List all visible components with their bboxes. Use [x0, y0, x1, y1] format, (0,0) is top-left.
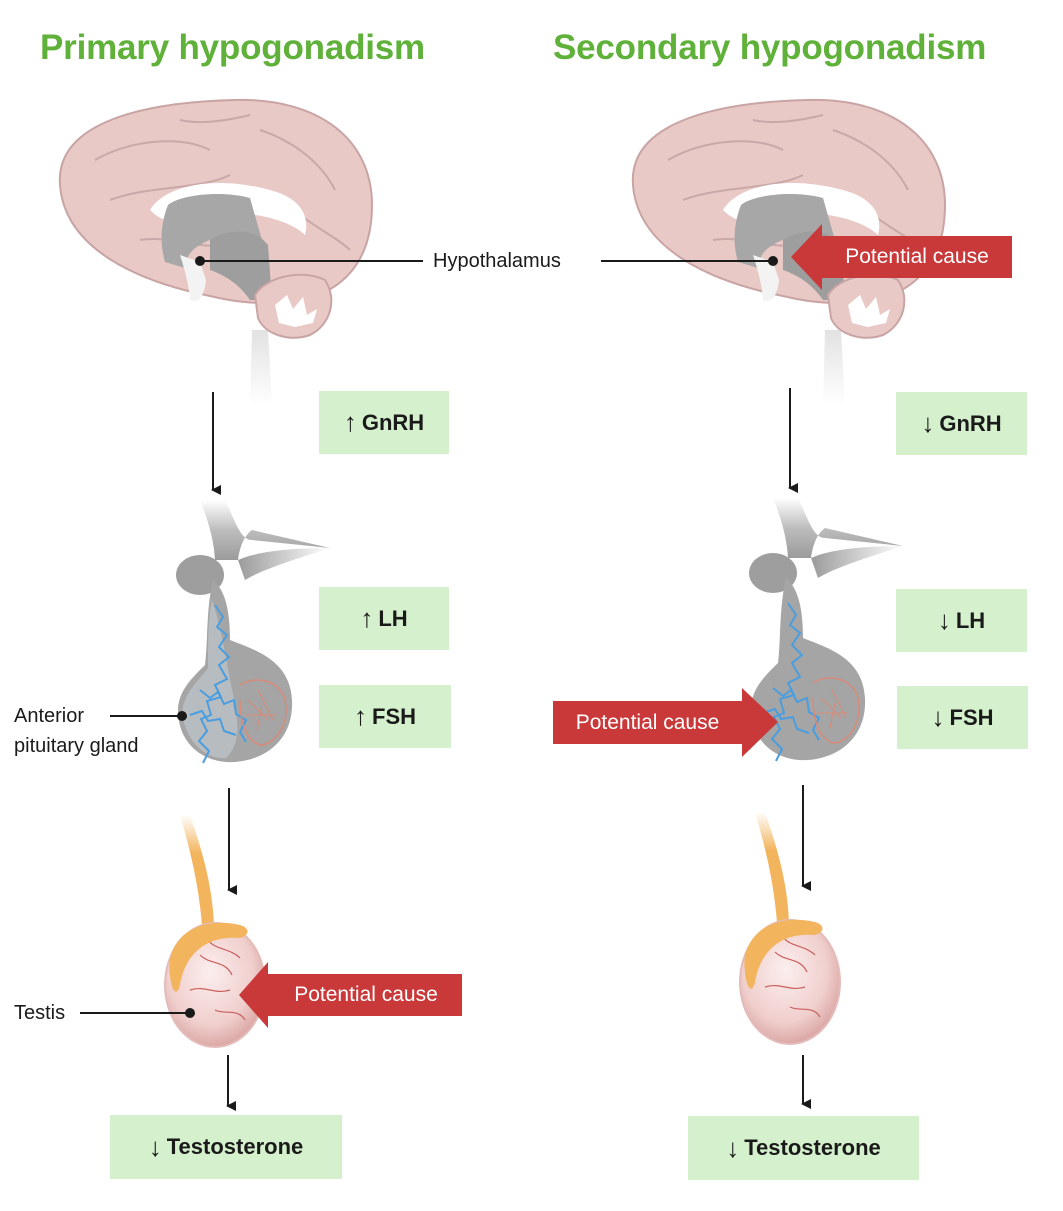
testis-illustration-primary	[164, 815, 266, 1048]
primary-fsh-box: ↑ FSH	[319, 685, 451, 748]
arrow-down-icon: ↓	[148, 1131, 162, 1162]
arrow-down-icon: ↓	[726, 1132, 740, 1163]
secondary-gnrh-text: GnRH	[939, 410, 1002, 436]
potential-cause-arrow-pituitary	[553, 688, 778, 757]
potential-cause-arrow-testis	[239, 962, 462, 1028]
potential-cause-label-pituitary: Potential cause	[575, 710, 720, 734]
primary-lh-text: LH	[378, 605, 408, 631]
primary-testosterone-text: Testosterone	[166, 1134, 304, 1159]
testis-label: Testis	[14, 1002, 66, 1024]
primary-fsh-text: FSH	[372, 703, 416, 729]
arrow-up-icon: ↑	[343, 407, 357, 437]
potential-cause-label-hypothalamus: Potential cause	[845, 245, 989, 268]
secondary-gnrh-box: ↓ GnRH	[896, 392, 1027, 455]
pituitary-illustration-secondary	[749, 498, 903, 762]
arrow-down-icon: ↓	[931, 702, 945, 732]
arrow-down-icon: ↓	[937, 605, 951, 635]
testis-illustration-secondary	[739, 812, 841, 1045]
primary-testosterone-box: ↓ Testosterone	[110, 1115, 342, 1179]
secondary-lh-box: ↓ LH	[896, 589, 1027, 652]
secondary-title: Secondary hypogonadism	[553, 28, 987, 67]
primary-title: Primary hypogonadism	[40, 28, 425, 67]
potential-cause-arrow-hypothalamus	[791, 224, 1012, 290]
primary-gnrh-text: GnRH	[361, 409, 425, 435]
arrow-down-icon: ↓	[921, 408, 935, 438]
arrow-up-icon: ↑	[360, 603, 374, 633]
primary-lh-box: ↑ LH	[319, 587, 449, 650]
anterior-pituitary-label-line1: Anterior	[14, 705, 85, 727]
secondary-testosterone-box: ↓ Testosterone	[688, 1116, 919, 1180]
arrow-up-icon: ↑	[354, 701, 367, 731]
primary-gnrh-box: ↑ GnRH	[319, 391, 449, 454]
secondary-lh-text: LH	[955, 607, 986, 633]
brain-illustration-primary	[58, 98, 374, 405]
secondary-testosterone-text: Testosterone	[744, 1135, 881, 1160]
secondary-fsh-text: FSH	[949, 704, 994, 730]
potential-cause-label-testis: Potential cause	[294, 983, 438, 1006]
hypothalamus-label: Hypothalamus	[433, 250, 561, 272]
secondary-fsh-box: ↓ FSH	[897, 686, 1028, 749]
pituitary-illustration-primary	[176, 500, 330, 764]
anterior-pituitary-label-line2: pituitary gland	[14, 735, 139, 757]
